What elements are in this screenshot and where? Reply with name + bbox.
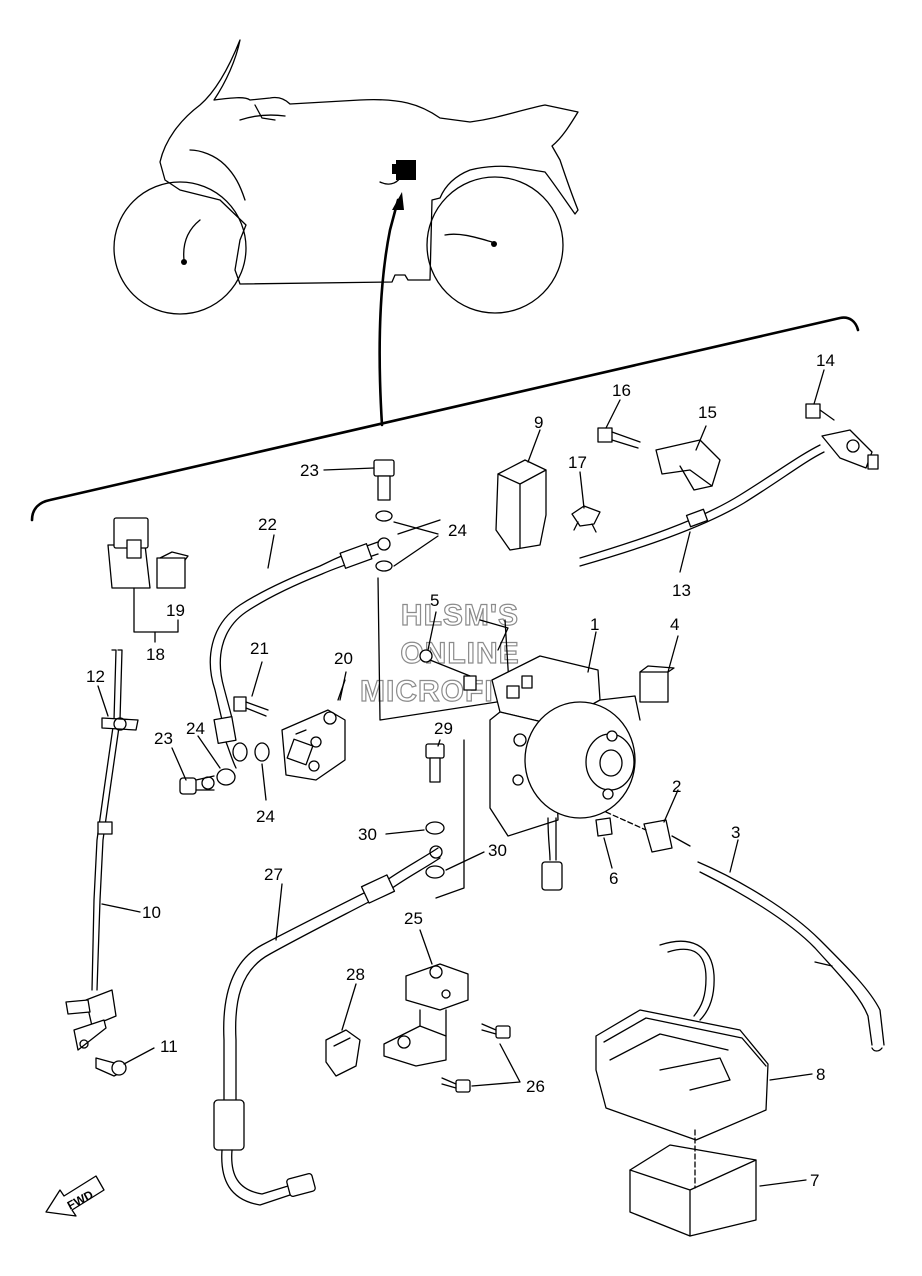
- callout-9: 9: [534, 413, 543, 432]
- callout-19: 19: [166, 601, 185, 620]
- proportioning-valve: [179, 679, 346, 795]
- callout-21: 21: [250, 639, 269, 658]
- callout-18: 18: [146, 645, 165, 664]
- callout-1: 1: [590, 615, 599, 634]
- rear-wheel-sensor: [571, 403, 879, 567]
- callout-24-left: 24: [186, 719, 205, 738]
- callout-16: 16: [612, 381, 631, 400]
- callout-23-top: 23: [300, 461, 319, 480]
- sensor-9: [495, 459, 547, 551]
- callout-28: 28: [346, 965, 365, 984]
- callout-labels: 1 2 3 4 5 6 7 8 9 10 11 12 13 14 15 16 1…: [86, 351, 835, 1190]
- frame-bracket: [30, 316, 860, 522]
- callout-14: 14: [816, 351, 835, 370]
- hydraulic-unit: [419, 619, 675, 891]
- hose-bracket: [325, 963, 511, 1093]
- leader-lines: [97, 369, 825, 1187]
- callout-20: 20: [334, 649, 353, 668]
- callout-24-top: 24: [448, 521, 467, 540]
- motorcycle-silhouette: [113, 39, 579, 427]
- callout-26: 26: [526, 1077, 545, 1096]
- front-wheel-sensor: [65, 649, 139, 1077]
- callout-7: 7: [810, 1171, 819, 1190]
- brake-hose-27: [213, 845, 443, 1206]
- callout-8: 8: [816, 1065, 825, 1084]
- callout-23-left: 23: [154, 729, 173, 748]
- callout-15: 15: [698, 403, 717, 422]
- watermark-line-1: HLSM'S: [401, 599, 519, 632]
- watermark-line-2: ONLINE: [400, 637, 519, 670]
- callout-27: 27: [264, 865, 283, 884]
- callout-17: 17: [568, 453, 587, 472]
- callout-5: 5: [430, 591, 439, 610]
- callout-29: 29: [434, 719, 453, 738]
- control-unit: [595, 940, 769, 1237]
- watermark: HLSM'S ONLINE MICROFICHE: [359, 598, 559, 708]
- callout-2: 2: [672, 777, 681, 796]
- brake-hose-22: [209, 537, 391, 769]
- relay-assembly: [107, 517, 189, 643]
- callout-12: 12: [86, 667, 105, 686]
- callout-4: 4: [670, 615, 679, 634]
- callout-30-right: 30: [488, 841, 507, 860]
- union-bolt-middle: [425, 739, 465, 899]
- callout-11: 11: [160, 1037, 178, 1056]
- callout-25: 25: [404, 909, 423, 928]
- forward-direction-icon: FWD: [45, 1175, 105, 1217]
- callout-6: 6: [609, 869, 618, 888]
- callout-30-left: 30: [358, 825, 377, 844]
- union-bolt-top: [373, 459, 511, 721]
- hose-3: [595, 811, 885, 1052]
- callout-24-bottom: 24: [256, 807, 275, 826]
- callout-10: 10: [142, 903, 161, 922]
- callout-22: 22: [258, 515, 277, 534]
- callout-3: 3: [731, 823, 740, 842]
- callout-13: 13: [672, 581, 691, 600]
